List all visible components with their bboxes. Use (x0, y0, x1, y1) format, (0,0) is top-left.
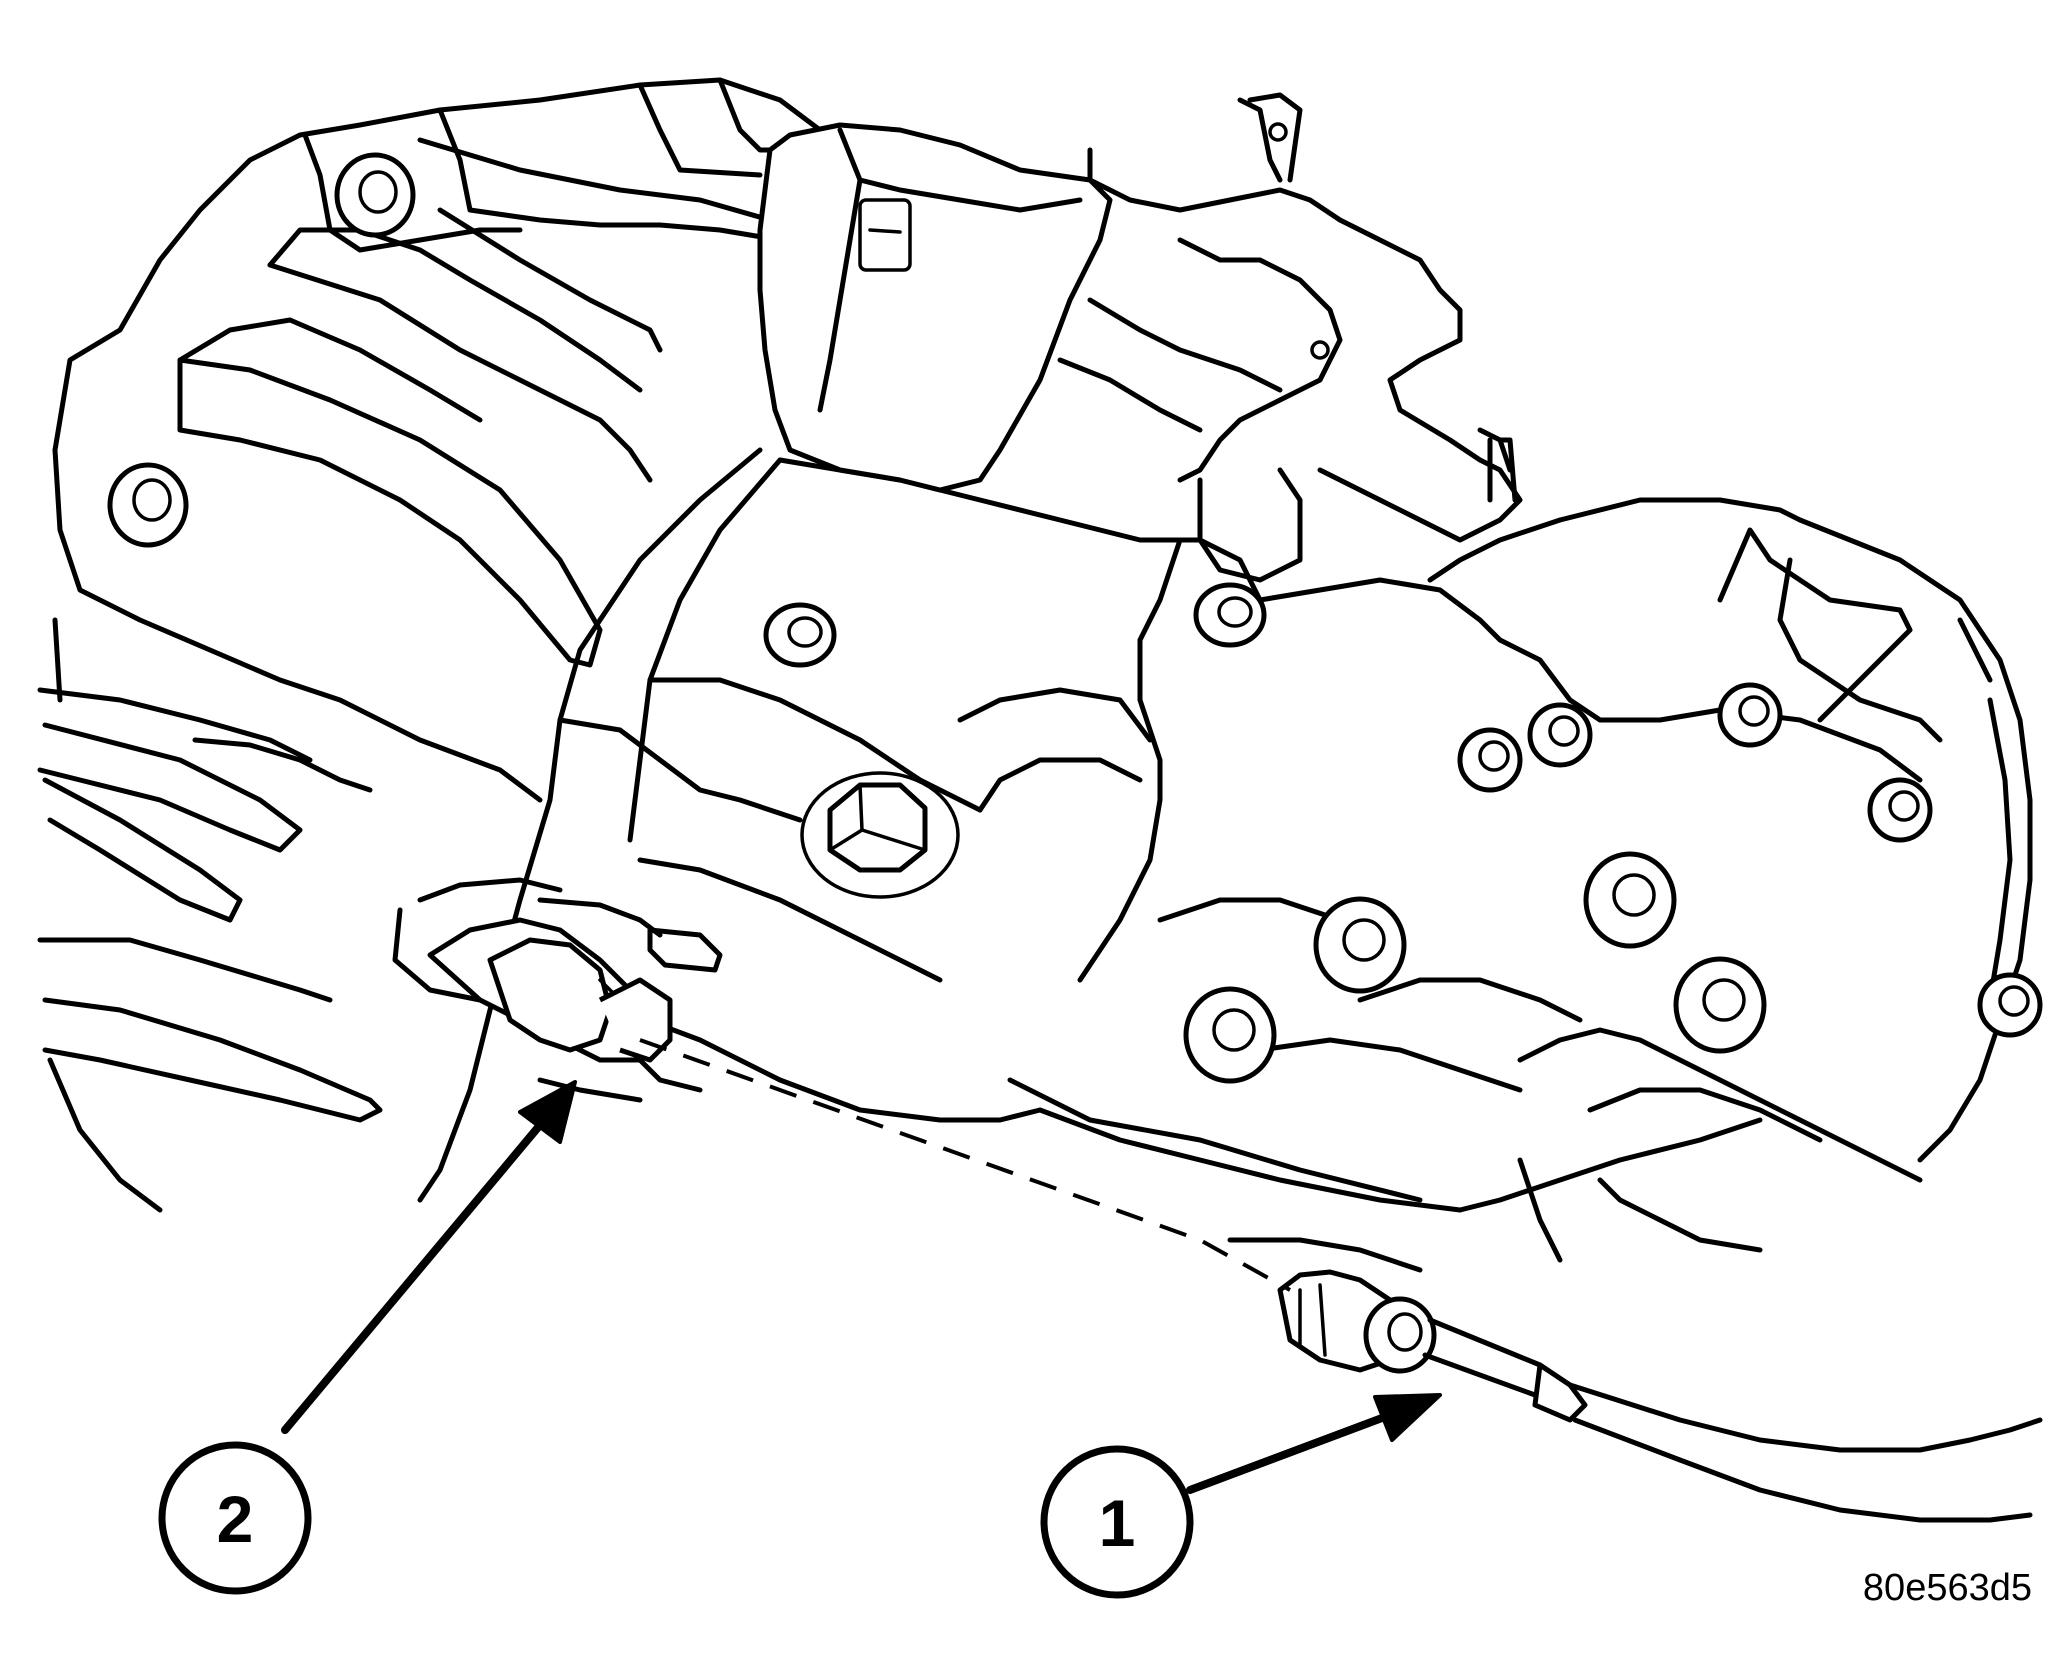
shift-bracket (1057, 92, 1523, 583)
callout-1-label: 1 (1099, 1486, 1136, 1560)
electrical-connector-housing (757, 122, 1113, 493)
transmission-housing (37, 77, 2033, 1273)
cable-bracket (392, 877, 723, 1103)
callout-1-circle (1040, 1445, 1194, 1599)
leader-arrow-2 (281, 1080, 577, 1434)
leader-arrow-1 (1186, 1393, 1442, 1494)
callout-2-label: 2 (217, 1482, 254, 1556)
figure-code: 80e563d5 (1863, 1567, 2032, 1609)
cable-end (1277, 1269, 2043, 1523)
alignment-dashed-line (639, 1038, 1291, 1292)
callout-1: 1 (1040, 1445, 1194, 1599)
callout-2: 2 (158, 1441, 312, 1595)
callout-2-circle (158, 1441, 312, 1595)
drain-plug (800, 771, 960, 899)
bolt-bosses (107, 152, 2043, 1084)
